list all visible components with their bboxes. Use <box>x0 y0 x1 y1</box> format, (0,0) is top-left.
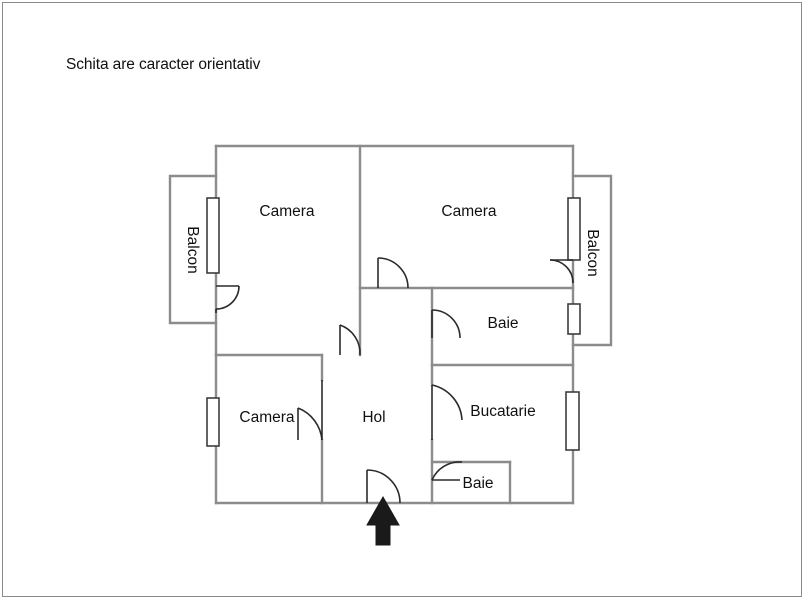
room-label-balcon-right: Balcon <box>584 229 601 276</box>
door-entrance <box>366 469 401 504</box>
room-label-camera-bottom-left: Camera <box>239 409 295 426</box>
page-title: Schita are caracter orientativ <box>66 56 261 73</box>
wall-balcony-left <box>168 174 218 325</box>
door-balcony-left <box>215 285 240 313</box>
entrance-direction-arrow <box>366 495 400 546</box>
window-baie-upper <box>567 303 581 335</box>
door-balcony-right <box>549 259 574 284</box>
wall-group <box>168 144 613 505</box>
window-camera-top-left <box>206 197 220 274</box>
page-border-frame <box>2 2 802 597</box>
window-group <box>206 197 581 451</box>
door-camera-top-left-to-hol <box>339 324 361 356</box>
door-camera-bottom-left <box>297 380 323 441</box>
room-label-camera-top-left: Camera <box>259 203 315 220</box>
window-camera-bottom-left <box>206 397 220 447</box>
door-camera-top-right-to-hol <box>377 257 409 289</box>
window-bucatarie <box>565 391 580 451</box>
wall-balcony-right <box>571 174 613 347</box>
room-label-bucatarie: Bucatarie <box>470 403 535 420</box>
room-label-baie-lower: Baie <box>462 475 493 492</box>
room-label-hol: Hol <box>362 409 385 426</box>
room-label-balcon-left: Balcon <box>184 226 201 273</box>
room-label-group: Camera Camera Balcon Balcon Baie Camera … <box>184 203 601 492</box>
window-camera-top-right <box>567 197 581 261</box>
room-label-baie-upper: Baie <box>487 315 518 332</box>
room-label-camera-top-right: Camera <box>441 203 497 220</box>
door-group <box>215 257 574 504</box>
door-baie-upper <box>431 309 461 339</box>
door-baie-lower <box>431 461 463 481</box>
door-bucatarie <box>431 384 463 440</box>
